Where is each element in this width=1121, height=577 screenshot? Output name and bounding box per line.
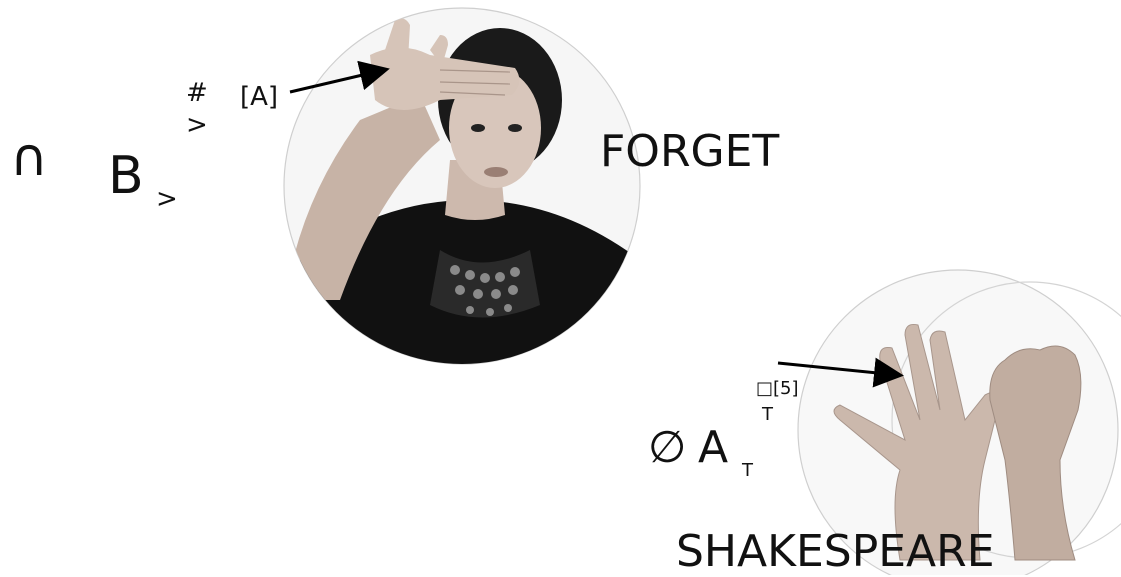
handshape-orientation-sub-t: T — [742, 462, 753, 480]
handshape-orientation-sub: > — [156, 186, 178, 212]
gloss-shakespeare: SHAKESPEARE — [676, 530, 995, 574]
handshape-letter-b: B — [108, 150, 144, 202]
secondary-sup-hash: # — [186, 80, 208, 106]
callout-label-a: [A] — [240, 84, 278, 110]
handshape-cap-symbol: ∩ — [10, 132, 48, 184]
secondary-orientation-sub: > — [186, 112, 208, 138]
secondary-orientation-sub-t: T — [762, 406, 773, 424]
handshape-letter-a: A — [698, 426, 728, 470]
gloss-forget: FORGET — [600, 130, 779, 174]
null-symbol: ∅ — [648, 426, 686, 470]
forget-photo — [284, 8, 640, 380]
secondary-sup-5: □[5] — [756, 380, 799, 398]
